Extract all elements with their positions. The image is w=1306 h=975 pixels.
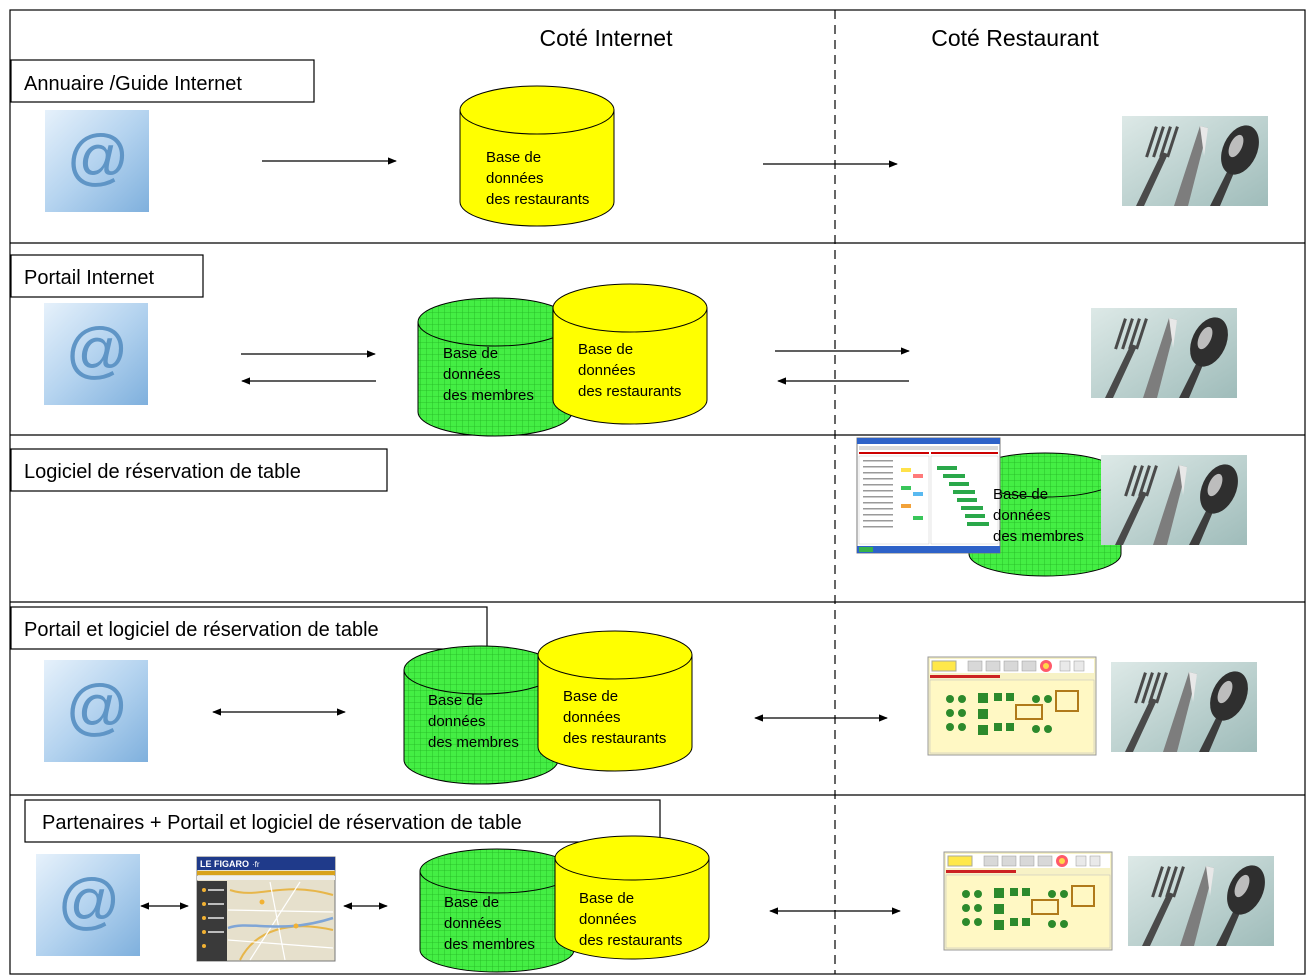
db-line: données [486,170,544,187]
row-title: Annuaire /Guide Internet [24,73,242,95]
diagram-frame [9,9,1306,975]
db-line: des membres [993,528,1084,545]
db-line: données [579,911,637,928]
db-line: données [443,366,501,383]
db-line: des restaurants [563,730,666,747]
db-line: données [578,362,636,379]
database-membres [419,848,575,973]
row-title-box [10,254,204,298]
database-restaurants [552,283,708,425]
row-annuaire: Annuaire /Guide Internet Base de données… [10,59,1268,227]
db-line: des restaurants [486,191,589,208]
db-line: Base de [443,345,498,362]
row-partenaires: Partenaires + Portail et logiciel de rés… [24,799,1274,973]
fork-knife-spoon-icon [1111,662,1257,752]
row-portail: Portail Internet Base de données des mem… [10,254,1237,437]
row-title-box [10,606,488,650]
partner-logo-suffix: ·fr [252,860,260,869]
db-line: Base de [486,149,541,166]
db-line: des membres [443,387,534,404]
le-figaro-map-screenshot: LE FIGARO ·fr [196,856,336,962]
db-line: Base de [578,341,633,358]
at-sign-icon [36,854,140,956]
db-line: des restaurants [579,932,682,949]
db-line: données [444,915,502,932]
db-line: Base de [563,688,618,705]
db-line: données [428,713,486,730]
db-line: Base de [428,692,483,709]
db-line: Base de [993,486,1048,503]
fork-knife-spoon-icon [1091,308,1237,398]
column-header-restaurant: Coté Restaurant [931,25,1099,51]
row-title-box [10,448,388,492]
database-membres [403,645,559,785]
db-line: Base de [444,894,499,911]
booking-software-screenshot [856,437,1001,554]
table-floor-plan-screenshot [927,656,1097,756]
db-line: des restaurants [578,383,681,400]
db-line: des membres [428,734,519,751]
row-separators [10,242,1305,796]
db-line: données [993,507,1051,524]
fork-knife-spoon-icon [1128,856,1274,946]
row-title-box [10,59,315,103]
row-title: Portail et logiciel de réservation de ta… [24,619,379,641]
row-title: Logiciel de réservation de table [24,461,301,483]
fork-knife-spoon-icon [1122,116,1268,206]
database-membres [968,452,1122,577]
at-sign-icon [44,303,148,405]
row-title-box [24,799,661,843]
row-portail-logiciel: Portail et logiciel de réservation de ta… [10,606,1257,785]
db-line: des membres [444,936,535,953]
row-logiciel: Logiciel de réservation de table Base de… [10,437,1247,577]
database-restaurants [537,630,693,772]
database-restaurants [554,835,710,960]
db-line: données [563,709,621,726]
db-line: Base de [579,890,634,907]
table-floor-plan-screenshot [943,851,1113,951]
column-header-internet: Coté Internet [540,25,674,51]
row-title: Partenaires + Portail et logiciel de rés… [42,812,522,834]
at-sign-icon [44,660,148,762]
fork-knife-spoon-icon [1101,455,1247,545]
partner-logo: LE FIGARO [200,859,249,869]
at-sign-icon [45,110,149,212]
database-restaurants: Base de données des restaurants [459,85,615,227]
row-title: Portail Internet [24,267,155,289]
database-membres [417,297,573,437]
